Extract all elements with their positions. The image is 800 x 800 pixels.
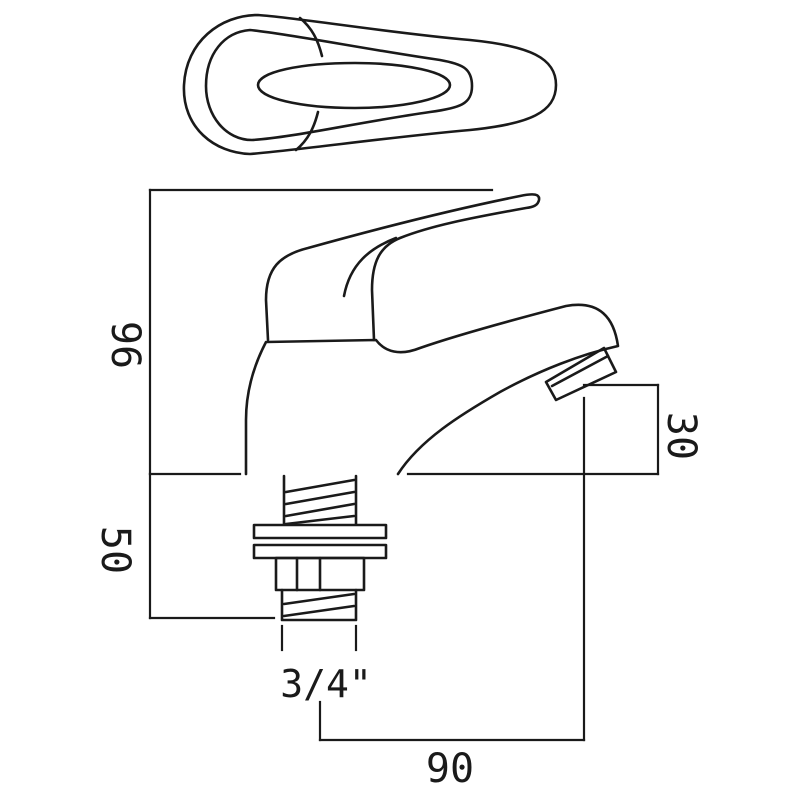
washer-top bbox=[252, 523, 388, 540]
dimension-overall-height: 96 bbox=[102, 188, 494, 476]
washer-bottom bbox=[252, 543, 388, 560]
dimension-label-96: 96 bbox=[102, 321, 148, 369]
top-view-handle-ridge-upper bbox=[298, 16, 324, 58]
top-view-handle bbox=[182, 13, 558, 156]
dimension-label-30: 30 bbox=[658, 412, 704, 460]
dimension-label-50: 50 bbox=[92, 526, 138, 574]
threaded-shank bbox=[252, 474, 388, 622]
tap-body bbox=[244, 303, 620, 476]
lever-handle bbox=[264, 193, 541, 342]
shank-outline-lower bbox=[280, 588, 358, 622]
dimension-label-90: 90 bbox=[426, 746, 474, 792]
dimension-base-to-thread: 50 bbox=[92, 472, 276, 620]
shank-threads-lower bbox=[282, 592, 356, 618]
top-view-outer-outline bbox=[182, 13, 558, 156]
dimension-label-thread: 3/4" bbox=[280, 662, 372, 706]
top-view-inner-outline bbox=[204, 28, 474, 142]
spout-aerator-ring bbox=[550, 354, 610, 388]
dimension-thread-size: 3/4" bbox=[280, 624, 372, 706]
lever-handle-contour bbox=[342, 236, 398, 298]
top-view-handle-ridge-lower bbox=[294, 110, 320, 152]
side-view-tap bbox=[244, 193, 620, 476]
dimension-projection: 90 bbox=[318, 396, 586, 792]
spout-aerator bbox=[544, 346, 618, 402]
shank-outline bbox=[282, 474, 358, 526]
dimension-outlet-height: 30 bbox=[582, 383, 704, 476]
top-view-ellipse-recess bbox=[256, 61, 452, 110]
shank-threads-upper bbox=[284, 478, 356, 526]
